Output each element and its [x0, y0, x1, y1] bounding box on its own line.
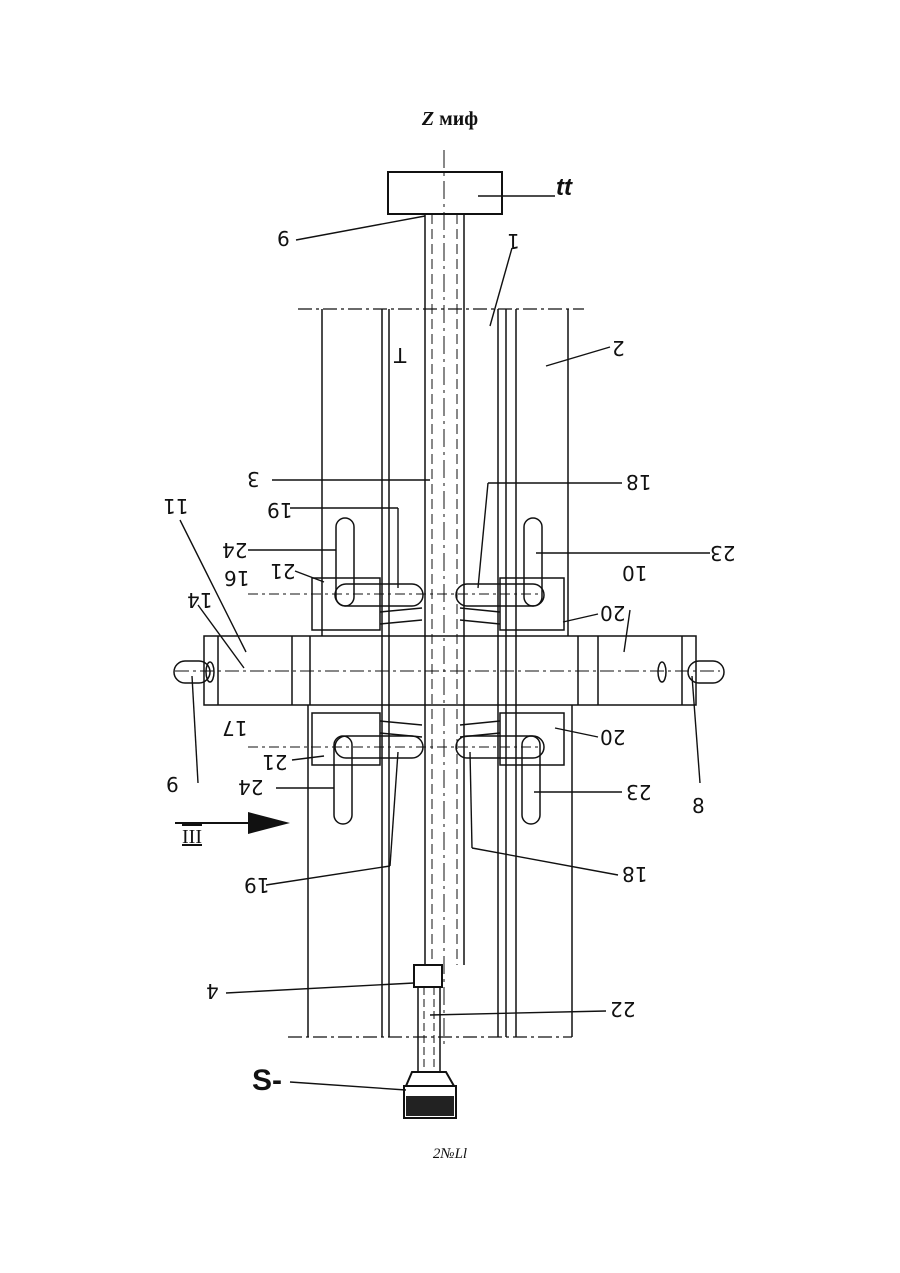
shaft-coupling	[414, 965, 442, 987]
label-4: 4	[206, 979, 219, 1003]
header-prefix: Z	[422, 108, 434, 130]
label-24-lower: 24	[238, 775, 263, 799]
label-17: 17	[222, 716, 247, 740]
lower-rod	[418, 987, 440, 1072]
label-III: III	[182, 826, 202, 849]
label-tt: tt	[556, 174, 572, 202]
label-21-upper: 21	[270, 559, 295, 583]
label-1: 1	[507, 229, 520, 253]
label-11: 11	[163, 494, 188, 518]
label-10: 10	[622, 561, 647, 585]
label-2: 2	[612, 336, 625, 360]
label-22: 22	[610, 997, 635, 1021]
label-21-lower: 21	[262, 750, 287, 774]
page-footer: 2№Ll	[0, 1146, 900, 1163]
label-9-top: 9	[277, 226, 290, 250]
label-9-left: 9	[166, 772, 179, 796]
label-20-lower: 20	[600, 725, 625, 749]
label-24-upper: 24	[222, 538, 247, 562]
label-20-upper: 20	[600, 601, 625, 625]
outer-housing	[308, 309, 572, 1037]
label-T: T	[394, 343, 406, 367]
inner-tube	[382, 309, 516, 1037]
label-23-upper: 23	[710, 541, 735, 565]
leader-lines	[180, 196, 710, 1090]
label-3: 3	[247, 467, 260, 491]
label-14: 14	[187, 588, 212, 612]
label-23-lower: 23	[626, 780, 651, 804]
label-18-lower: 18	[622, 862, 647, 886]
label-19-lower: 19	[244, 873, 269, 897]
header-word: миф	[439, 108, 478, 130]
label-18-upper: 18	[626, 470, 651, 494]
label-19-upper: 19	[267, 498, 292, 522]
cross-beam	[175, 636, 720, 705]
bottom-knob	[404, 1072, 456, 1118]
page-header: Z миф	[0, 108, 900, 131]
end-pins	[174, 661, 724, 683]
label-8: 8	[692, 794, 705, 818]
label-16: 16	[224, 566, 249, 590]
top-knob	[388, 172, 502, 214]
label-S: S-	[252, 1064, 282, 1098]
